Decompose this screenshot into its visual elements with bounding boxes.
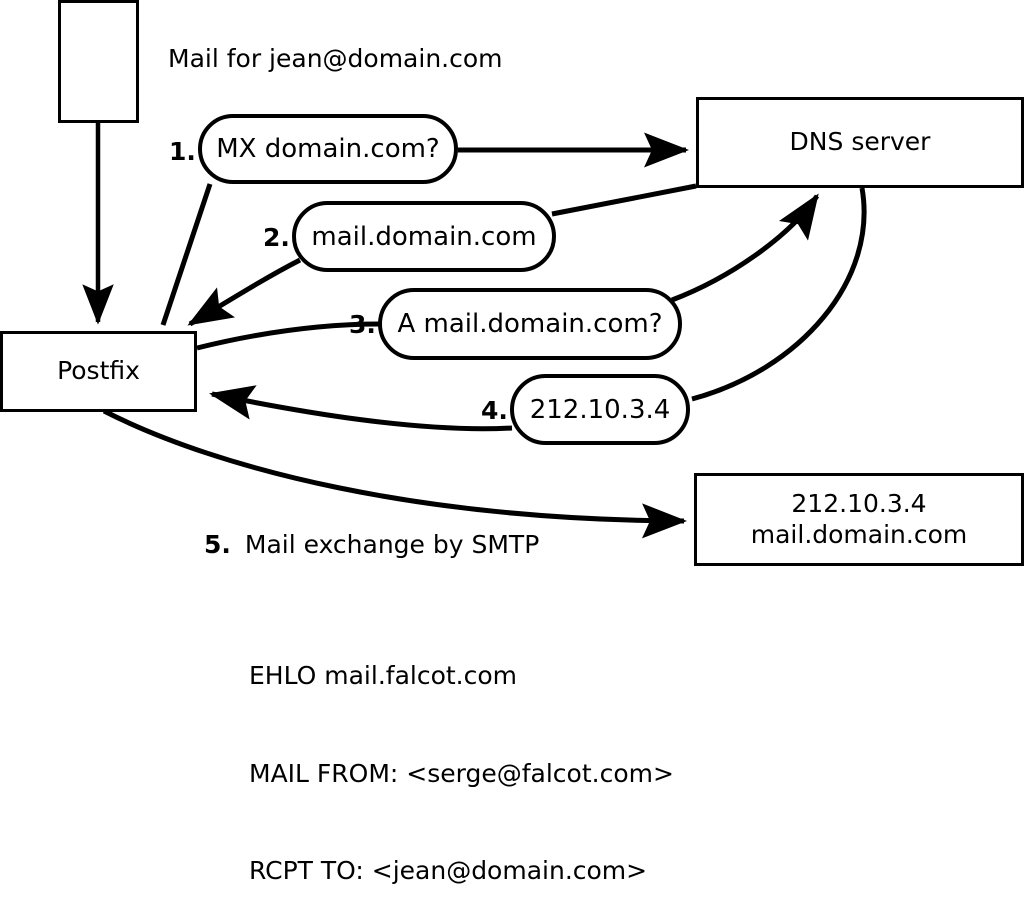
transcript-line: MAIL FROM: <serge@falcot.com>	[249, 758, 674, 788]
step-bubble-4-label: 212.10.3.4	[529, 394, 671, 425]
step-5-label: Mail exchange by SMTP	[244, 530, 540, 559]
postfix-box-label: Postfix	[57, 356, 140, 386]
connector-dns-to-step2-bubble	[551, 183, 697, 217]
connector-step1-bubble-to-postfix	[160, 183, 213, 326]
target-server-ip: 212.10.3.4	[791, 489, 927, 518]
step-number-1: 1.	[169, 137, 196, 166]
dns-server-box: DNS server	[696, 97, 1024, 188]
target-server-hostname: mail.domain.com	[750, 519, 968, 549]
smtp-transcript: EHLO mail.falcot.com MAIL FROM: <serge@f…	[249, 595, 674, 919]
step-bubble-1-label: MX domain.com?	[216, 134, 440, 164]
step-bubble-2: mail.domain.com	[292, 201, 556, 272]
connector-step2-to-postfix	[187, 257, 302, 327]
step-bubble-4: 212.10.3.4	[510, 374, 690, 445]
step-number-2: 2.	[263, 223, 290, 252]
client-box	[58, 0, 139, 123]
step-number-4: 4.	[481, 396, 508, 425]
step-bubble-3-label: A mail.domain.com?	[397, 309, 663, 339]
dns-server-box-label: DNS server	[789, 127, 931, 157]
connector-dns-to-step4-bubble	[691, 187, 867, 402]
step-number-3: 3.	[349, 310, 376, 339]
connector-step3-to-dns	[671, 193, 820, 303]
step-5-caption: 5. Mail exchange by SMTP	[204, 530, 539, 559]
connector-step4-to-postfix	[209, 385, 513, 432]
postfix-box: Postfix	[0, 331, 197, 412]
page-title: Mail for jean@domain.com	[168, 44, 503, 73]
step-bubble-3: A mail.domain.com?	[378, 288, 682, 360]
transcript-line: RCPT TO: <jean@domain.com>	[249, 856, 648, 885]
transcript-line: EHLO mail.falcot.com	[249, 661, 518, 690]
target-mail-server-box: 212.10.3.4 mail.domain.com	[694, 473, 1024, 566]
step-bubble-2-label: mail.domain.com	[311, 221, 537, 252]
step-number-5: 5.	[204, 530, 231, 559]
step-bubble-1: MX domain.com?	[198, 114, 458, 184]
